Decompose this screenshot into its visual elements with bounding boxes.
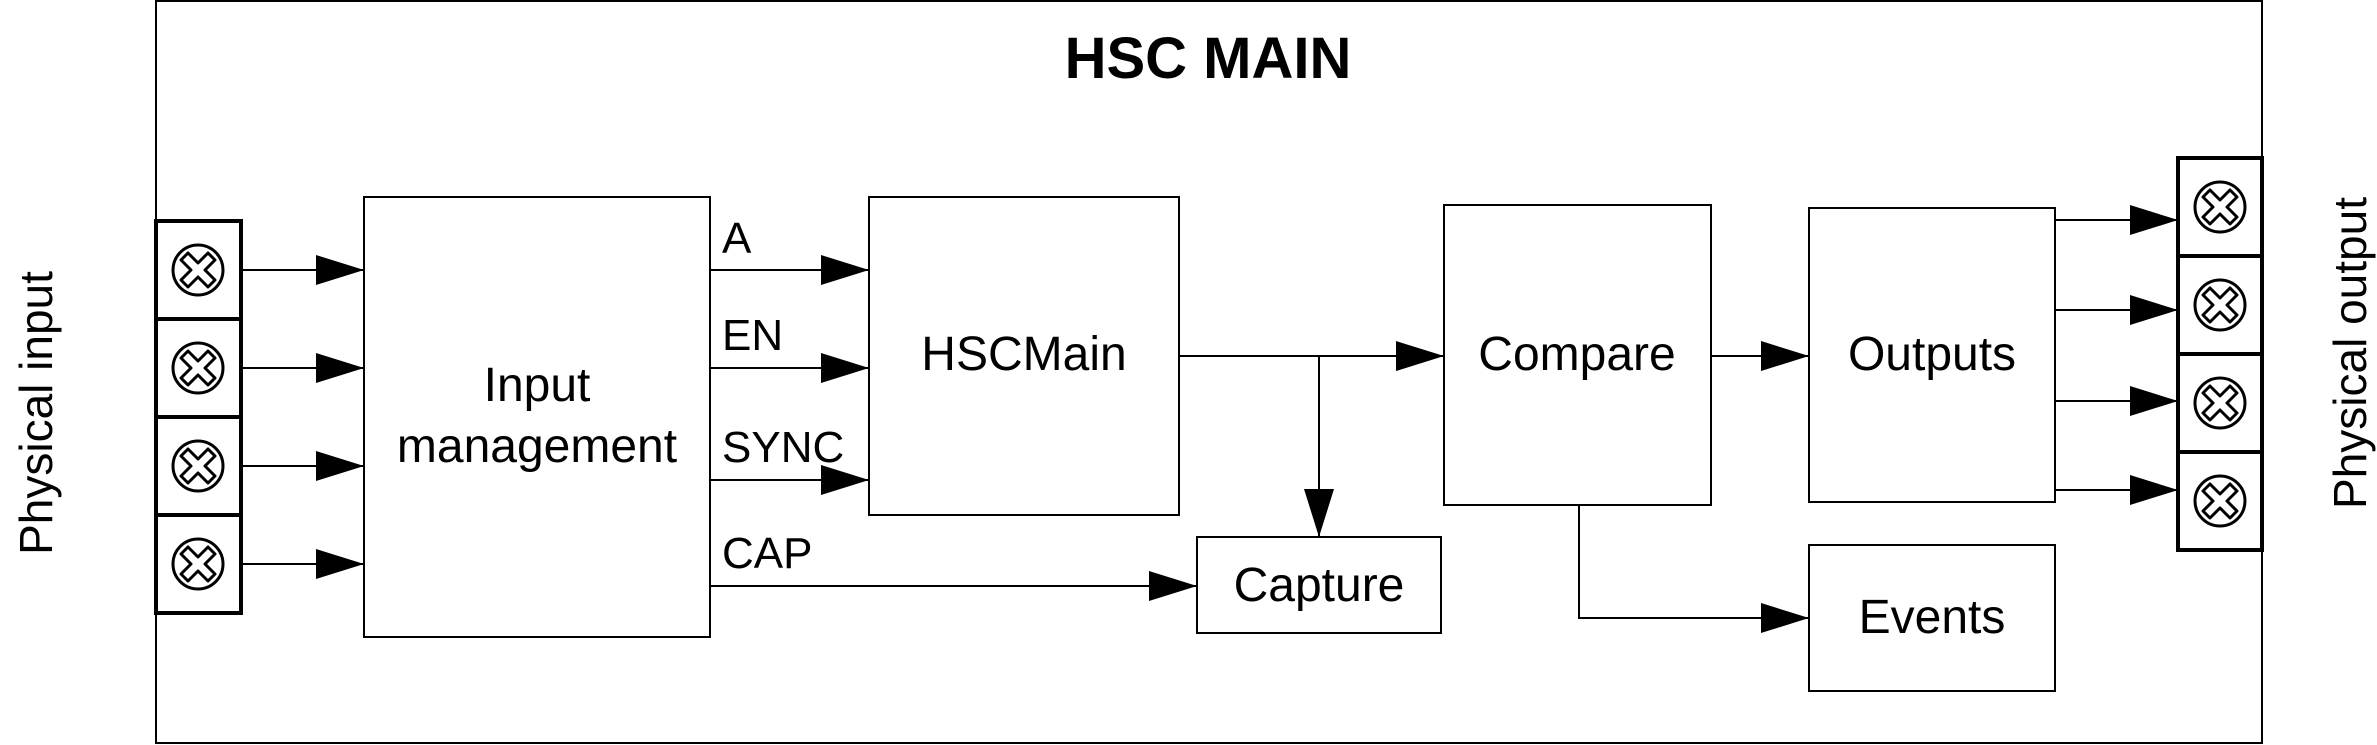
outputs-block: Outputs	[1808, 207, 2056, 503]
compare-block: Compare	[1443, 204, 1712, 506]
input-wires	[241, 255, 364, 579]
physical-output-label: Physical output	[2324, 197, 2376, 509]
outputs-label: Outputs	[1848, 328, 2016, 381]
compare-output-wires	[1578, 341, 1809, 633]
hscmain-output-wires	[1179, 341, 1444, 537]
signal-label-en: EN	[722, 311, 783, 360]
capture-block: Capture	[1196, 536, 1442, 634]
hscmain-label: HSCMain	[921, 328, 1126, 381]
input-management-block: Input management	[363, 196, 711, 638]
input-management-label-line1: Input	[484, 359, 591, 412]
screw-terminal-icon	[171, 341, 225, 395]
screw-terminal-icon	[2193, 376, 2247, 430]
input-management-label-line2: management	[397, 420, 677, 473]
signal-label-sync: SYNC	[722, 423, 844, 472]
screw-terminal-icon	[2193, 180, 2247, 234]
capture-label: Capture	[1234, 559, 1405, 612]
signal-wires	[710, 255, 1197, 601]
signal-label-cap: CAP	[722, 529, 812, 578]
diagram-title: HSC MAIN	[1065, 26, 1352, 91]
output-wires	[2055, 205, 2178, 505]
signal-label-a: A	[722, 214, 752, 263]
compare-label: Compare	[1478, 328, 1675, 381]
events-block: Events	[1808, 544, 2056, 692]
events-label: Events	[1859, 591, 2006, 644]
screw-terminal-icon	[171, 439, 225, 493]
input-terminal-block	[154, 219, 243, 615]
hscmain-block: HSCMain	[868, 196, 1180, 516]
screw-terminal-icon	[171, 537, 225, 591]
screw-terminal-icon	[2193, 278, 2247, 332]
output-terminal-block	[2176, 156, 2264, 552]
screw-terminal-icon	[171, 243, 225, 297]
screw-terminal-icon	[2193, 474, 2247, 528]
physical-input-label: Physical input	[10, 271, 62, 555]
